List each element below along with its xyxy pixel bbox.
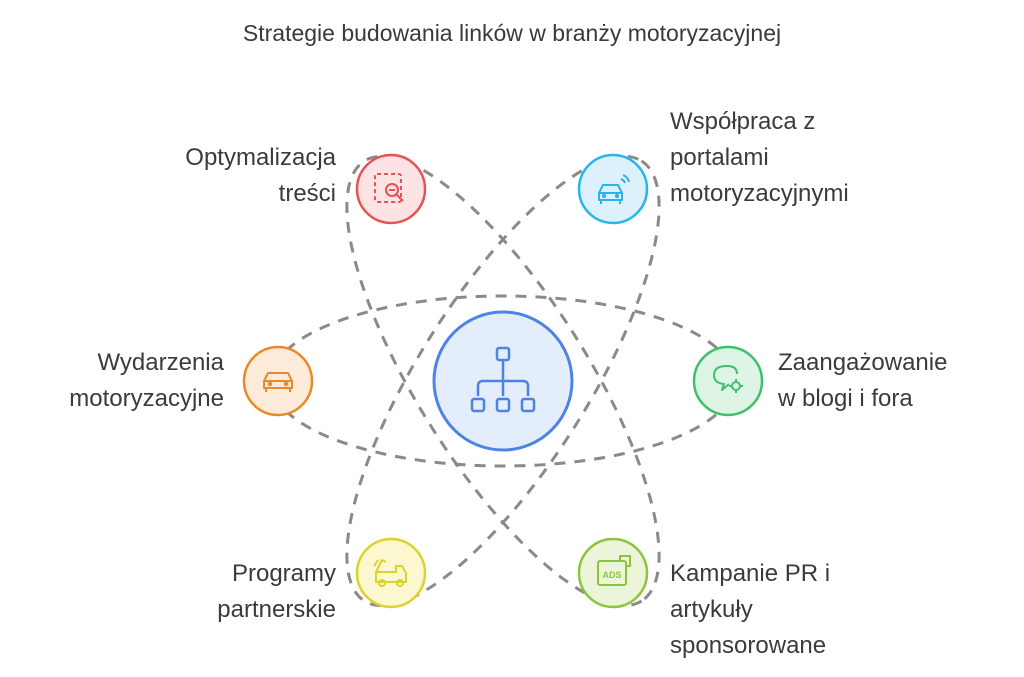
- node-zaangazowanie: [692, 345, 764, 417]
- chat-settings-icon: [713, 365, 743, 393]
- diagram-title: Strategie budowania linków w branży moto…: [242, 20, 782, 46]
- node-programy-partnerskie: [355, 537, 427, 609]
- node-wspolpraca-portale: [577, 153, 649, 225]
- label-wspolpraca-portale: Współpraca z portalami motoryzacyjnymi: [670, 108, 849, 207]
- label-kampanie-pr: Kampanie PR i artykuły sponsorowane: [670, 560, 831, 659]
- connected-car-icon: [598, 174, 630, 204]
- label-programy-partnerskie: Programy partnerskie: [217, 560, 336, 623]
- content-search-icon: [374, 173, 404, 203]
- tow-truck-icon: [373, 559, 407, 587]
- node-wydarzenia: [242, 345, 314, 417]
- label-wydarzenia: Wydarzenia motoryzacyjne: [69, 349, 224, 412]
- center-hub: [432, 310, 574, 452]
- ads-icon: ADS: [597, 555, 631, 586]
- svg-text:ADS: ADS: [602, 570, 621, 580]
- node-kampanie-pr: ADS: [577, 537, 649, 609]
- hierarchy-icon: [470, 346, 536, 413]
- label-zaangazowanie: Zaangażowanie w blogi i fora: [778, 349, 948, 412]
- node-optymalizacja-tresci: [355, 153, 427, 225]
- orbit-diagonal-b: [345, 154, 661, 608]
- car-icon: [263, 372, 293, 392]
- label-optymalizacja-tresci: Optymalizacja treści: [185, 144, 336, 207]
